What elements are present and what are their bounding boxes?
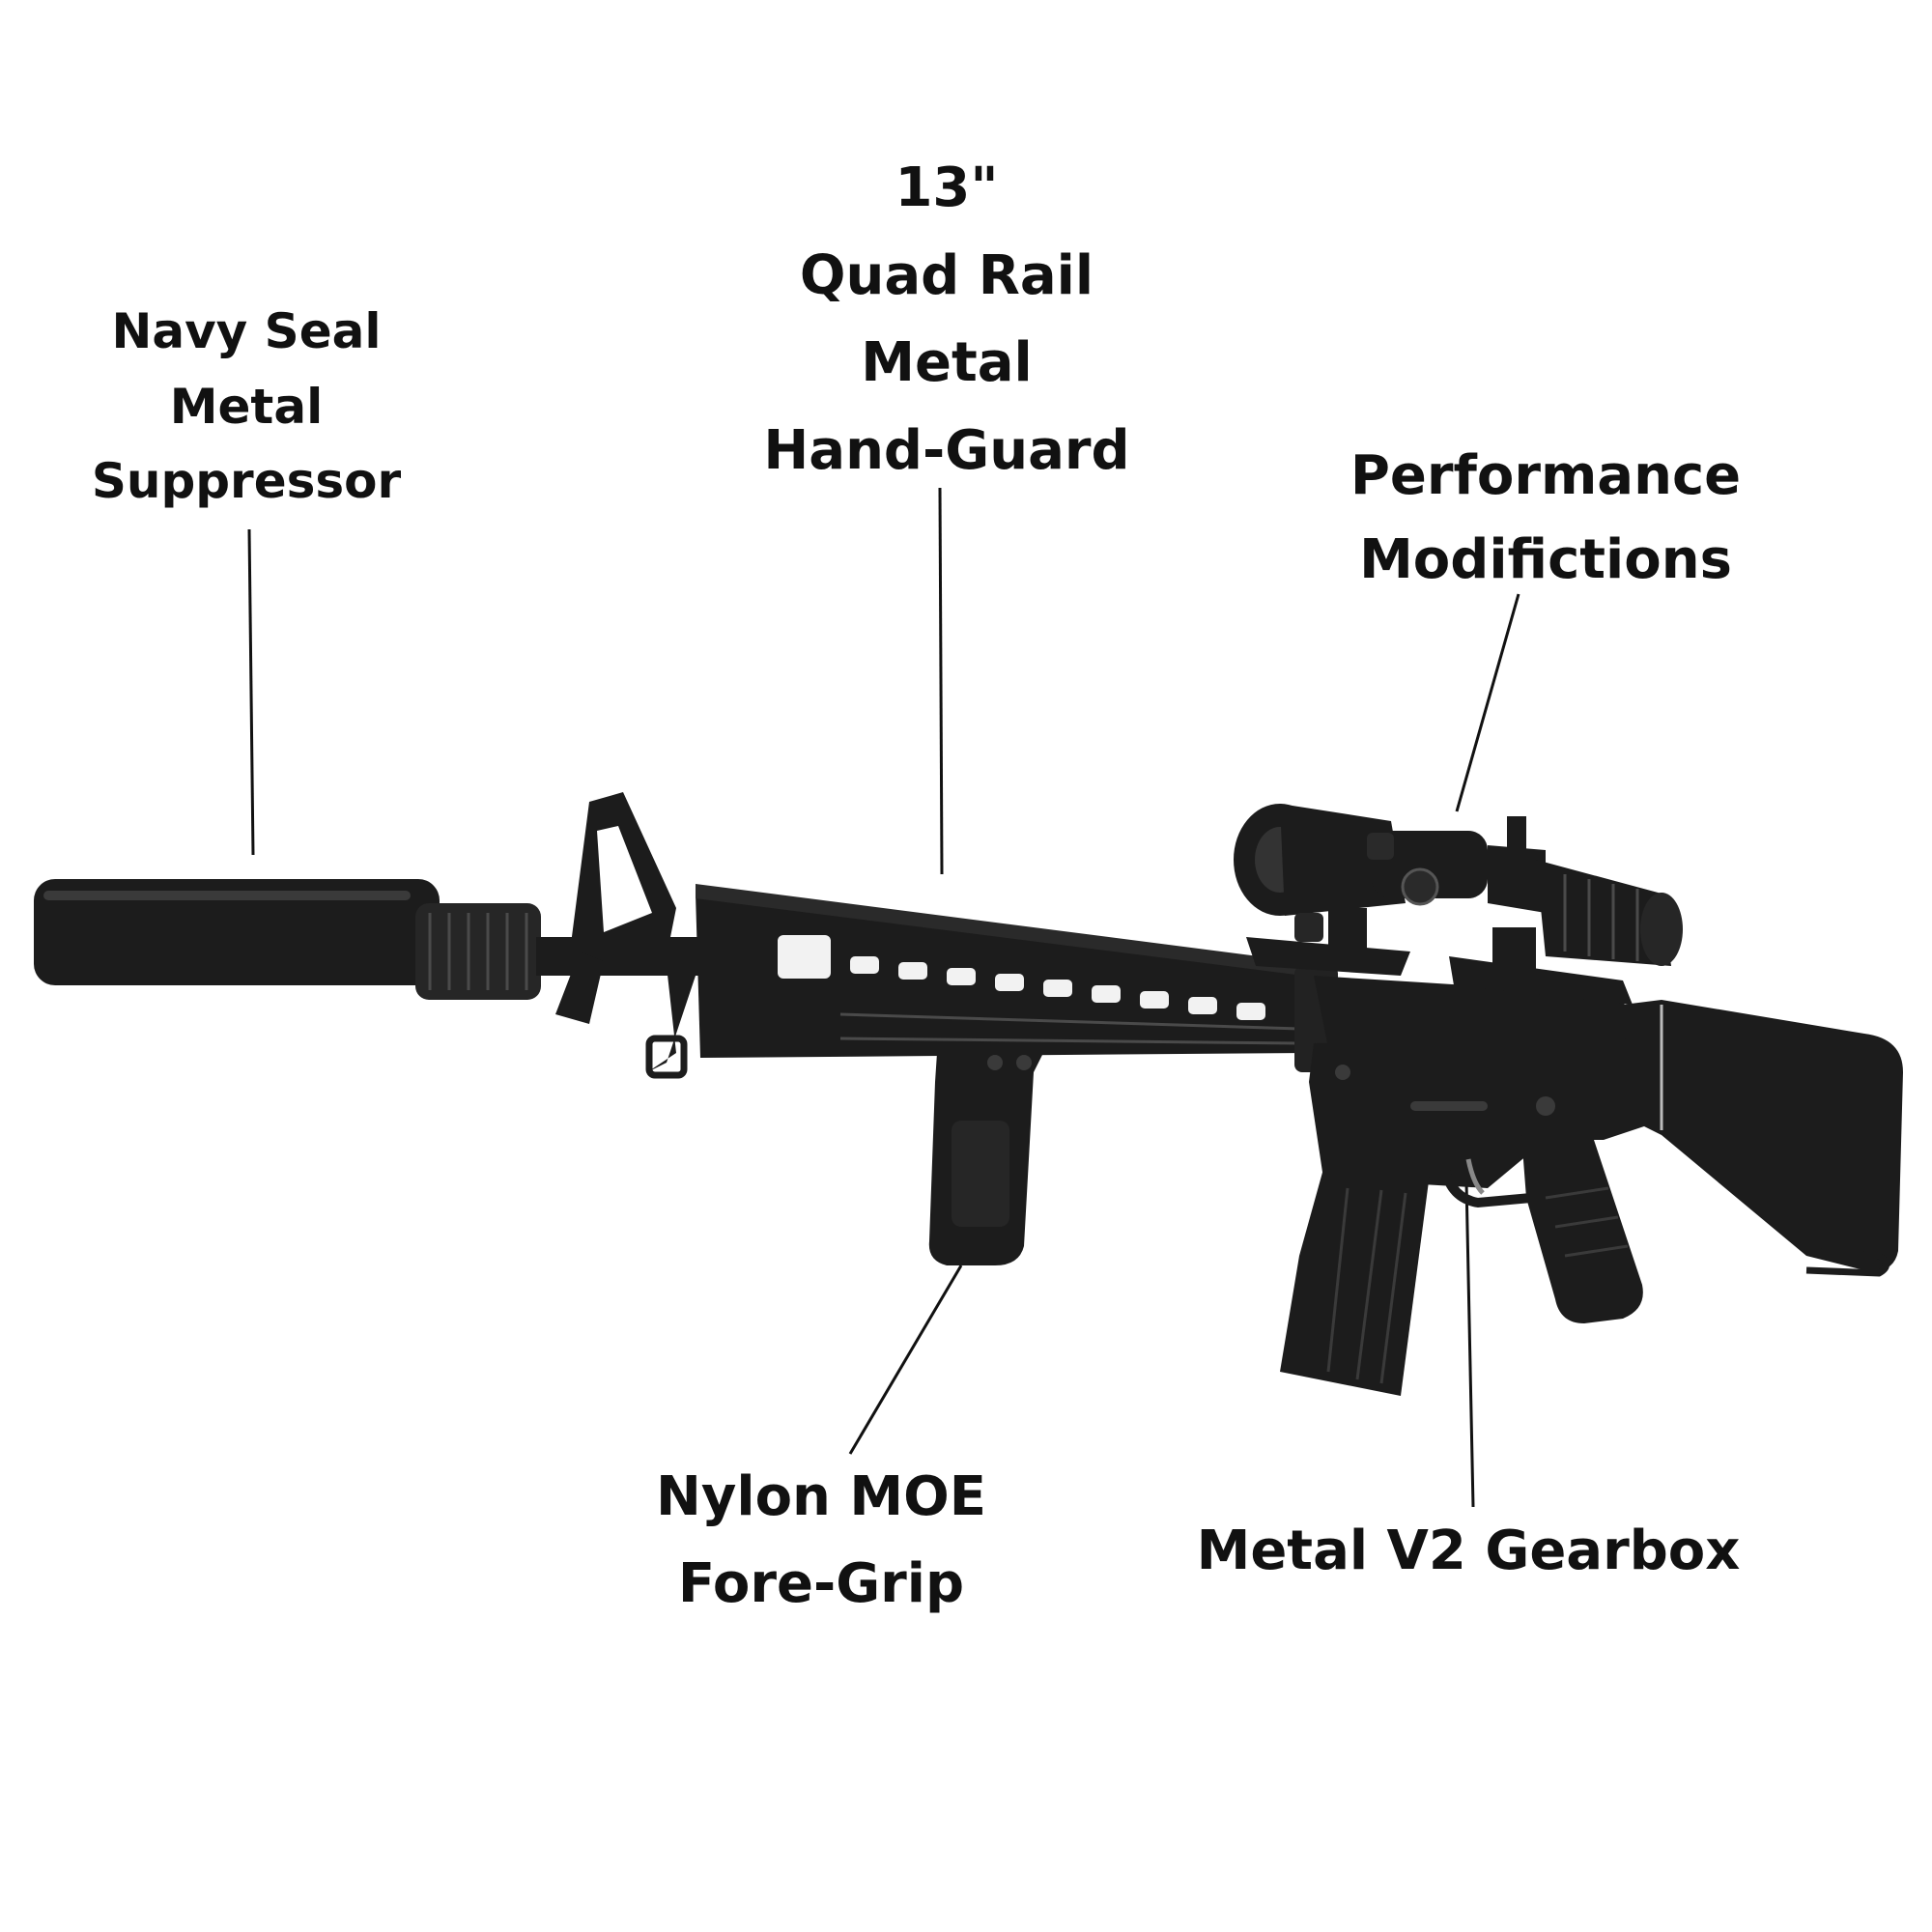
pistol-grip — [1521, 1135, 1643, 1323]
leader-line-foregrip — [848, 1264, 963, 1455]
label-handguard: 13" Quad Rail Metal Hand-Guard — [715, 145, 1179, 496]
sling-swivel-rear — [1805, 1247, 1889, 1277]
label-handguard-line-4: Hand-Guard — [763, 419, 1130, 483]
label-suppressor-line-1: Navy Seal — [111, 303, 382, 359]
trigger-guard — [1439, 1163, 1532, 1208]
label-foregrip-line-2: Fore-Grip — [677, 1551, 965, 1615]
leader-line-handguard — [938, 487, 944, 875]
leader-line-performance — [1455, 593, 1520, 812]
quad-rail-handguard — [696, 884, 1338, 1072]
leader-line-gearbox — [1463, 1134, 1475, 1508]
label-foregrip-line-1: Nylon MOE — [656, 1465, 986, 1528]
label-suppressor-line-2: Metal — [169, 378, 324, 435]
label-gearbox-line-1: Metal V2 Gearbox — [1196, 1520, 1741, 1582]
label-performance-line-2: Modifictions — [1359, 527, 1732, 591]
label-performance: Performance Modifictions — [1304, 435, 1787, 603]
label-handguard-line-1: 13" — [895, 156, 999, 219]
label-gearbox: Metal V2 Gearbox — [1150, 1517, 1787, 1586]
leader-line-suppressor — [247, 528, 255, 856]
label-suppressor: Navy Seal Metal Suppressor — [58, 295, 435, 520]
suppressor — [34, 879, 541, 1000]
label-handguard-line-3: Metal — [861, 331, 1033, 395]
buttstock — [1623, 1000, 1903, 1271]
front-sight — [570, 792, 676, 956]
rifle — [34, 792, 1903, 1396]
label-suppressor-line-3: Suppressor — [91, 453, 402, 509]
label-handguard-line-2: Quad Rail — [799, 243, 1094, 307]
sling-swivel-front — [645, 1035, 688, 1079]
lower-receiver — [1309, 1038, 1662, 1188]
leader-lines — [247, 487, 1520, 1508]
label-foregrip: Nylon MOE Fore-Grip — [618, 1454, 1024, 1627]
magazine — [1280, 1169, 1430, 1396]
label-performance-line-1: Performance — [1350, 444, 1742, 507]
scope — [1234, 804, 1683, 976]
moe-fore-grip — [928, 1053, 1043, 1265]
